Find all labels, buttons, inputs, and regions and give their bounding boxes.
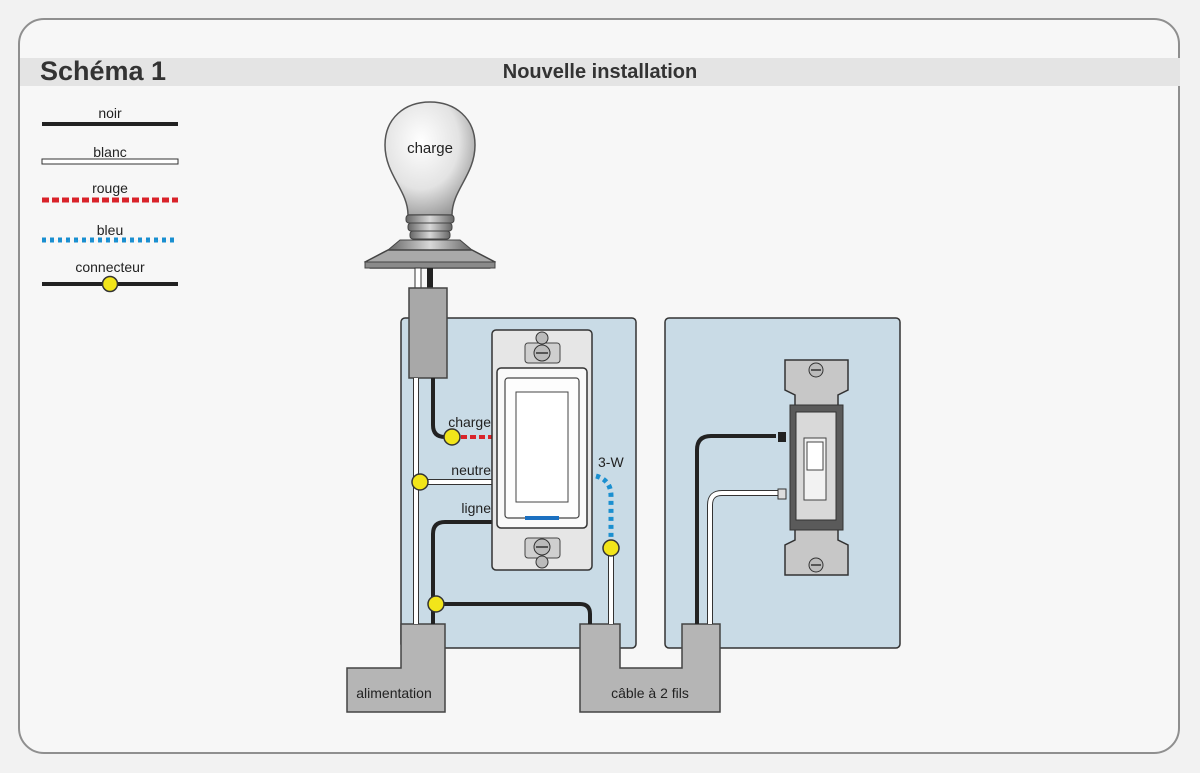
bulb-icon <box>363 101 497 269</box>
right-box-wires <box>695 434 778 624</box>
two-wire-cable-label: câble à 2 fils <box>611 685 689 701</box>
switch-box-right <box>664 317 901 649</box>
legend-label-connector: connecteur <box>75 259 145 275</box>
two-wire-cable-sheath <box>579 623 721 713</box>
power-cable-sheath <box>346 623 446 713</box>
legend-line-white <box>41 158 179 165</box>
installation-title: Nouvelle installation <box>502 61 698 83</box>
bulb-cable-sheath <box>408 287 448 379</box>
toggle-switch <box>777 359 849 576</box>
white-wires-left <box>413 378 614 624</box>
legend-label-white: blanc <box>93 144 126 160</box>
legend-label-black: noir <box>98 105 122 121</box>
connector-3w <box>602 539 620 557</box>
legend-label-blue: bleu <box>97 222 123 238</box>
terminal-3w-label: 3-W <box>598 454 624 470</box>
legend: noir blanc rouge bleu connecteur <box>41 105 179 293</box>
bulb-label: charge <box>407 140 453 157</box>
terminal-load-label: charge <box>448 414 491 430</box>
connector-neutral <box>411 473 429 491</box>
connectors <box>411 428 620 613</box>
connector-load <box>443 428 461 446</box>
terminal-neutral-label: neutre <box>451 462 491 478</box>
title-bar <box>20 58 1180 86</box>
dimmer-switch <box>491 329 593 571</box>
schema-title: Schéma 1 <box>40 56 167 86</box>
legend-connector-dot <box>101 275 119 293</box>
blue-wire <box>595 473 614 548</box>
connector-line <box>427 595 445 613</box>
power-cable-label: alimentation <box>356 685 432 701</box>
legend-label-red: rouge <box>92 180 128 196</box>
terminal-line-label: ligne <box>461 500 491 516</box>
